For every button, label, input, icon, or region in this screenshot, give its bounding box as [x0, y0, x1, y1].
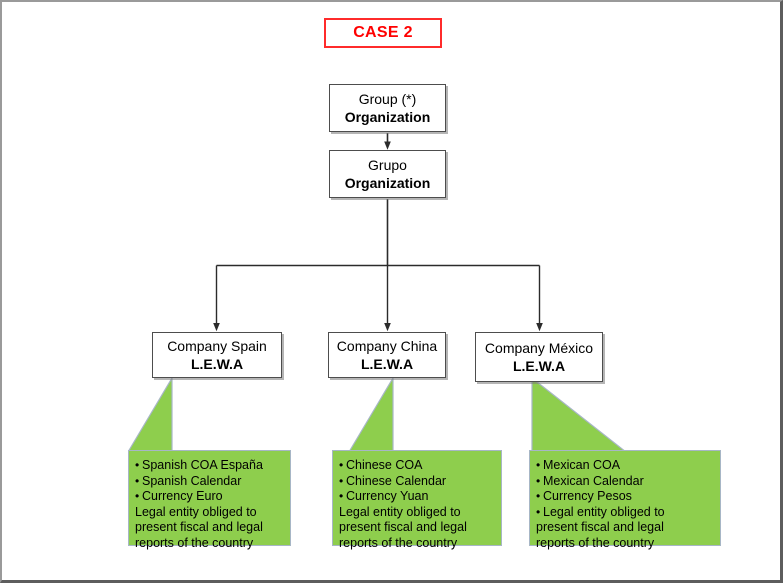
node-group-line1: Group (*) [358, 91, 417, 107]
node-group-organization[interactable]: Group (*) Organization [329, 84, 446, 132]
node-company-mexico[interactable]: Company México L.E.W.A [475, 332, 603, 382]
callout-row: Mexican Calendar [536, 474, 712, 490]
callout-row: Chinese COA [339, 458, 493, 474]
callout-row: Legal entity obliged to [339, 504, 461, 519]
case-title-box: CASE 2 [324, 18, 442, 48]
callout-row: present fiscal and legal [536, 520, 664, 535]
callout-row: present fiscal and legal [339, 520, 467, 535]
node-grupo-organization[interactable]: Grupo Organization [329, 150, 446, 198]
callout-china[interactable]: Chinese COAChinese CalendarCurrency Yuan… [332, 450, 502, 550]
callout-tail-china [347, 378, 394, 453]
callout-row: Currency Yuan [339, 489, 493, 505]
callout-tail-mexico [531, 378, 628, 453]
callout-row: Mexican COA [536, 458, 712, 474]
callout-spain[interactable]: Spanish COA EspañaSpanish CalendarCurren… [128, 450, 291, 550]
callout-mexico[interactable]: Mexican COAMexican CalendarCurrency Peso… [529, 450, 721, 550]
node-grupo-line2: Organization [344, 175, 431, 191]
callout-row: Currency Pesos [536, 489, 712, 505]
callout-row: Legal entity obliged to [135, 504, 257, 519]
callout-row: present fiscal and legal [135, 520, 263, 535]
node-grupo-line1: Grupo [368, 157, 407, 173]
callout-row: reports of the country [339, 535, 458, 550]
callout-row: Currency Euro [135, 489, 282, 505]
node-company-china-line2: L.E.W.A [360, 356, 414, 372]
node-company-mexico-line2: L.E.W.A [512, 358, 566, 374]
node-company-mexico-line1: Company México [484, 340, 594, 356]
node-group-line2: Organization [344, 109, 431, 125]
callout-row: Spanish Calendar [135, 474, 282, 490]
node-company-china[interactable]: Company China L.E.W.A [328, 332, 446, 378]
callout-tail-spain [128, 378, 173, 453]
callout-row: Legal entity obliged to [536, 505, 712, 521]
node-company-spain-line1: Company Spain [167, 338, 267, 354]
callout-row: Chinese Calendar [339, 474, 493, 490]
node-company-china-line1: Company China [336, 338, 438, 354]
case-title-label: CASE 2 [353, 24, 413, 41]
node-company-spain-line2: L.E.W.A [190, 356, 244, 372]
callout-row: reports of the country [135, 535, 254, 550]
callout-row: reports of the country [536, 535, 655, 550]
callout-row: Spanish COA España [135, 458, 282, 474]
node-company-spain[interactable]: Company Spain L.E.W.A [152, 332, 282, 378]
